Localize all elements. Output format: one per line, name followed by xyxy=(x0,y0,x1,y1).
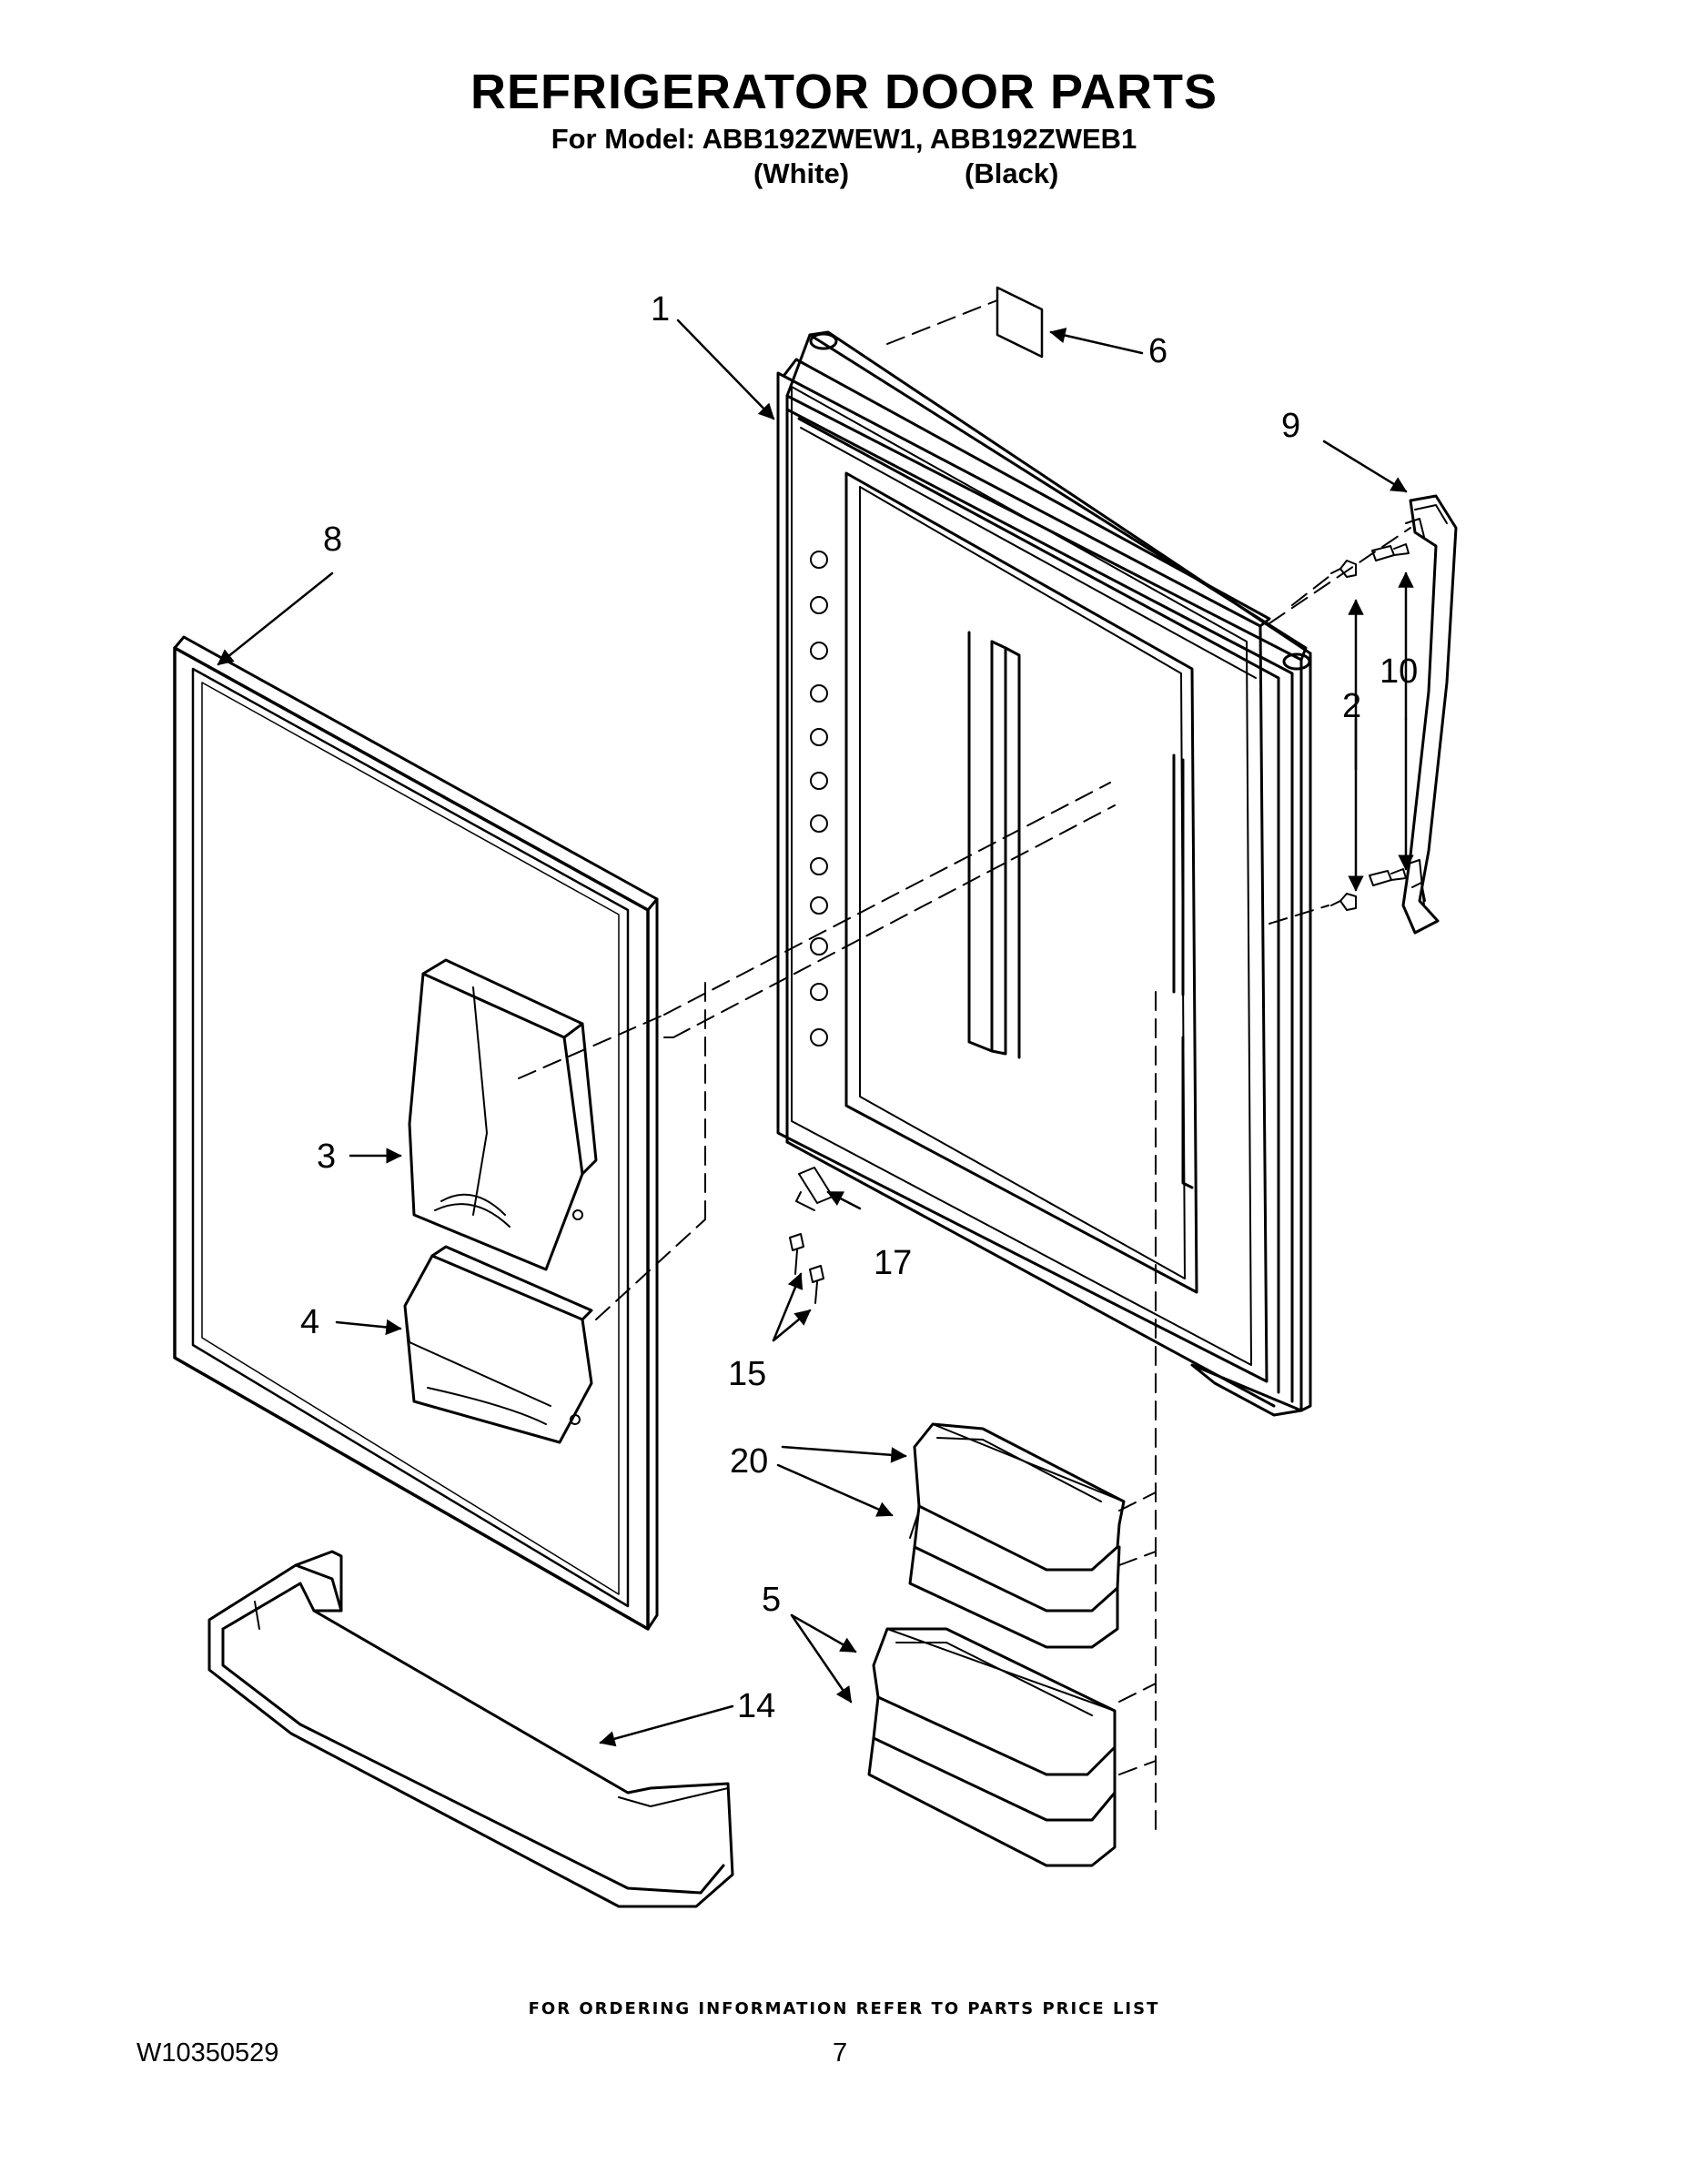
door-liner-panel xyxy=(173,635,659,1631)
ordering-note: FOR ORDERING INFORMATION REFER TO PARTS … xyxy=(528,1999,1160,2018)
callout-15: 15 xyxy=(728,1355,766,1393)
callout-4: 4 xyxy=(300,1303,319,1341)
callout-6: 6 xyxy=(1148,332,1167,370)
page-title: REFRIGERATOR DOOR PARTS xyxy=(470,65,1218,119)
callout-8: 8 xyxy=(323,521,342,559)
callout-10: 10 xyxy=(1380,652,1418,691)
handle-studs xyxy=(1330,560,1357,911)
assembly-lines xyxy=(518,299,1411,1835)
door-bin xyxy=(207,1550,734,1908)
callout-9: 9 xyxy=(1281,407,1300,445)
bracket xyxy=(795,1167,834,1211)
dispenser-bin xyxy=(403,1245,593,1444)
lower-door-bins xyxy=(867,1627,1117,1867)
variant-black-label: (Black) xyxy=(965,157,1059,189)
callout-2: 2 xyxy=(1342,687,1361,725)
variant-white-label: (White) xyxy=(753,157,850,189)
handle-screws xyxy=(1369,543,1410,886)
document-number: W10350529 xyxy=(136,2038,279,2068)
door-label xyxy=(996,286,1044,359)
upper-door-bins xyxy=(908,1422,1126,1649)
callout-5: 5 xyxy=(762,1581,781,1619)
door-handle xyxy=(1401,494,1458,935)
door-assembly xyxy=(776,330,1312,1417)
callout-3: 3 xyxy=(317,1138,336,1176)
callout-14: 14 xyxy=(737,1687,775,1725)
model-line: For Model: ABB192ZWEW1, ABB192ZWEB1 xyxy=(551,123,1137,155)
bracket-screws xyxy=(789,1233,824,1304)
callout-20: 20 xyxy=(730,1442,768,1481)
leader-arrows xyxy=(217,318,1414,1747)
dispenser-cover xyxy=(408,958,598,1271)
callout-labels: 1 2 3 4 5 6 8 9 10 14 15 17 20 xyxy=(300,290,1418,1725)
page-number: 7 xyxy=(833,2038,848,2068)
callout-1: 1 xyxy=(651,290,670,329)
callout-17: 17 xyxy=(874,1244,912,1282)
